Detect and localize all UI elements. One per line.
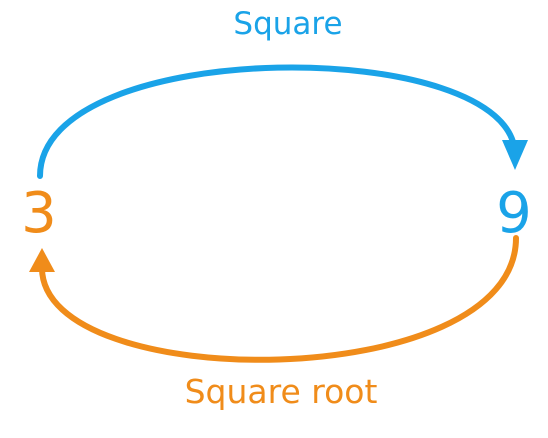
square-arrow-arc	[37, 64, 518, 179]
bottom-operation-label: Square root	[185, 372, 378, 411]
left-number: 3	[21, 181, 57, 246]
top-operation-label: Square	[233, 6, 342, 42]
square-arrowhead	[502, 140, 528, 170]
square-root-arrowhead	[29, 248, 55, 272]
right-number: 9	[496, 181, 532, 246]
square-root-arrow-arc	[39, 235, 519, 363]
